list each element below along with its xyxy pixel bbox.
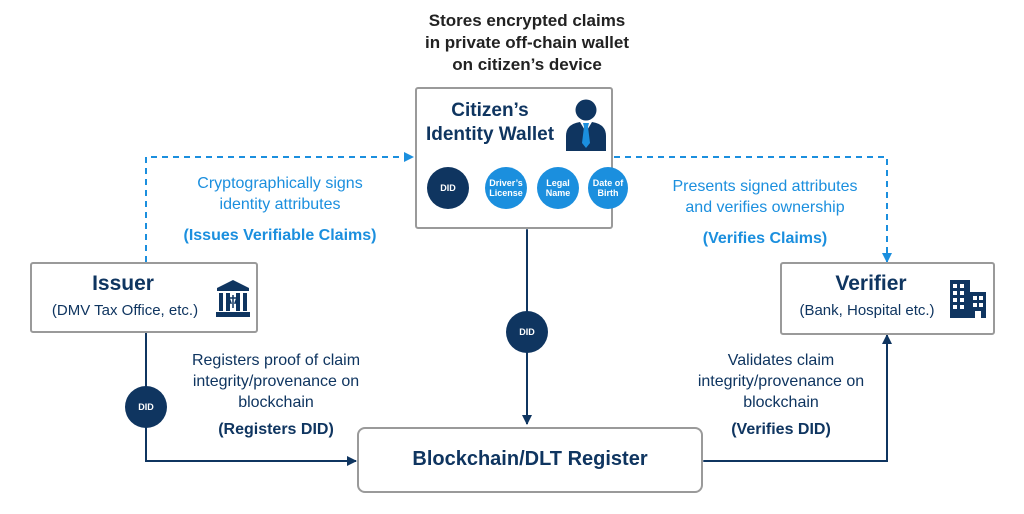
top-note-line2: in private off-chain wallet [424, 33, 630, 52]
issuer-did-badge: DID [125, 386, 167, 428]
verifier-box: Verifier (Bank, Hospital etc.) [780, 262, 995, 335]
issuer-did-badge-label: DID [138, 402, 154, 412]
wallet-did-circle: DID [427, 167, 469, 209]
verifies-claims-arrow [614, 156, 892, 263]
registers-did-action: (Registers DID) [218, 421, 334, 438]
top-note-line3: on citizen’s device [452, 55, 602, 74]
date-of-birth-circle: Date of Birth [588, 167, 628, 209]
issues-claims-line1: Cryptographically signs [197, 175, 363, 192]
blockchain-title: Blockchain/DLT Register [412, 448, 648, 470]
verifies-claims-line2: and verifies ownership [685, 199, 845, 216]
date-of-birth-line2: Birth [597, 188, 619, 198]
registers-did-text: Registers proof of claim integrity/prove… [166, 350, 386, 440]
wallet-did-badge-label: DID [519, 327, 535, 337]
wallet-title: Citizen’s Identity Wallet [421, 99, 559, 147]
issuer-box: Issuer (DMV Tax Office, etc.) [30, 262, 258, 333]
date-of-birth-line1: Date of [592, 178, 624, 188]
person-icon [566, 99, 606, 151]
registers-did-line3: blockchain [238, 394, 314, 411]
wallet-did-badge: DID [506, 311, 548, 353]
legal-name-line1: Legal [546, 178, 570, 188]
drivers-license-line1: Driver’s [489, 178, 523, 188]
registers-did-arrow [145, 333, 357, 466]
verifies-did-text: Validates claim integrity/provenance on … [668, 350, 894, 440]
legal-name-circle: Legal Name [537, 167, 579, 209]
issuer-subtitle: (DMV Tax Office, etc.) [51, 302, 199, 319]
blockchain-box: Blockchain/DLT Register [357, 427, 703, 493]
verifies-did-line1: Validates claim [727, 352, 835, 369]
issues-claims-line2: identity attributes [219, 196, 341, 213]
top-note-line1: Stores encrypted claims [428, 11, 626, 30]
verifies-claims-text: Presents signed attributes and verifies … [652, 176, 878, 249]
government-building-icon [216, 280, 250, 317]
top-note: Stores encrypted claims in private off-c… [362, 10, 692, 76]
verifies-did-arrow [695, 334, 892, 466]
verifier-title: Verifier [835, 272, 907, 295]
issues-claims-text: Cryptographically signs identity attribu… [172, 173, 388, 246]
office-buildings-icon [950, 280, 986, 318]
issues-claims-arrow [145, 152, 414, 262]
drivers-license-circle: Driver’s License [485, 167, 527, 209]
wallet-title-line2: Identity Wallet [425, 124, 555, 145]
wallet-title-line1: Citizen’s [451, 100, 529, 121]
verifies-did-action: (Verifies DID) [731, 421, 831, 438]
registers-did-line1: Registers proof of claim [191, 352, 361, 369]
verifier-subtitle: (Bank, Hospital etc.) [799, 302, 935, 319]
drivers-license-line2: License [489, 188, 523, 198]
issuer-title: Issuer [92, 272, 154, 295]
legal-name-line2: Name [545, 188, 571, 198]
verifies-did-line3: blockchain [743, 394, 819, 411]
wallet-did-label: DID [440, 183, 456, 193]
verifies-claims-line1: Presents signed attributes [672, 178, 858, 195]
identity-wallet-box: Citizen’s Identity Wallet DID Driver’s L… [415, 87, 628, 229]
issues-claims-action: (Issues Verifiable Claims) [183, 227, 377, 244]
registers-did-line2: integrity/provenance on [192, 373, 360, 390]
verifies-did-line2: integrity/provenance on [697, 373, 865, 390]
verifies-claims-action: (Verifies Claims) [702, 230, 828, 247]
